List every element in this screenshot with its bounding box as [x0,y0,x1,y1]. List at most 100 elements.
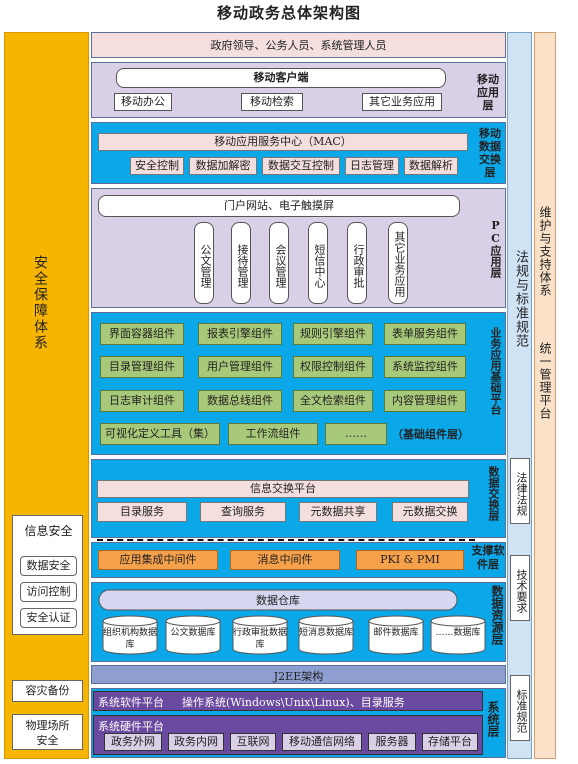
page-title: 移动政务总体架构图 [216,4,361,22]
ui-container-component: 界面容器组件 [100,323,184,345]
db-sms-label: 短消息数据库 [298,628,353,638]
users-band: 政府领导、公务人员、系统管理人员 [91,32,506,58]
db-approval: 行政审批数据库 [232,615,288,655]
access-control-item: 访问控制 [20,582,77,602]
system-software-text: 操作系统(Windows\Unix\Linux)、目录服务 [182,696,405,709]
information-security-box: 信息安全 数据安全 访问控制 安全认证 [12,515,83,635]
content-management-component: 内容管理组件 [384,390,466,412]
visual-tools-component: 可视化定义工具（集） [100,423,220,445]
data-warehouse-label: 数据仓库 [256,594,300,607]
admin-approval: 行政审批 [347,222,367,304]
security-control: 安全控制 [130,157,184,175]
report-engine-component: 报表引擎组件 [198,323,282,345]
other-business-app: 其它业务应用 [362,93,442,111]
unified-management-title: 统一管理平台 [538,342,552,420]
metadata-exchange: 元数据交换 [392,502,468,522]
pc-app-layer: 门户网站、电子触摸屏 公文管理 接待管理 会议管理 短信中心 行政审批 其它业务… [91,188,506,308]
mac-center: 移动应用服务中心（MAC） [98,133,468,151]
data-bus-component: 数据总线组件 [198,390,282,412]
fulltext-search-component: 全文检索组件 [293,390,373,412]
data-encryption: 数据加解密 [189,157,257,175]
maintenance-title: 维护与支持体系 [538,206,552,297]
disaster-backup-box: 容灾备份 [12,680,83,702]
db-mail-label: 邮件数据库 [373,628,419,638]
physical-security-box: 物理场所安全 [12,714,83,750]
mobile-search: 移动检索 [241,93,303,111]
dashed-divider-bottom [97,539,475,541]
support-software-layer: 应用集成中间件 消息中间件 PKI & PMI 支撑软件层 [91,542,506,578]
db-other-label: ……数据库 [435,628,481,638]
mobile-exchange-layer: 移动应用服务中心（MAC） 安全控制 数据加解密 数据交互控制 日志管理 数据解… [91,122,506,184]
rule-engine-component: 规则引擎组件 [293,323,373,345]
portal-touchscreen: 门户网站、电子触摸屏 [98,195,460,217]
security-auth-item: 安全认证 [20,608,77,628]
j2ee-label: J2EE架构 [273,670,324,683]
mobile-client: 移动客户端 [116,68,446,88]
law-standards-title: 法规与标准规范 [513,250,528,348]
audit-log-component: 日志审计组件 [100,390,184,412]
system-software-label: 系统软件平台 [98,696,164,709]
db-other: ……数据库 [430,615,486,655]
j2ee-band: J2EE架构 [91,665,506,684]
data-parsing: 数据解析 [404,157,458,175]
mobile-app-layer-label: 移动应用层 [477,73,499,112]
log-management: 日志管理 [345,157,399,175]
data-security-item: 数据安全 [20,556,77,576]
information-security-title: 信息安全 [24,524,73,538]
system-hardware-label: 系统硬件平台 [98,720,164,733]
maintenance-column [534,32,556,759]
mobile-network: 移动通信网络 [282,733,362,751]
support-software-label: 支撑软件层 [471,544,505,571]
base-component-layer-note: （基础组件层） [392,428,469,441]
business-platform-layer: 界面容器组件 报表引擎组件 规则引擎组件 表单服务组件 目录管理组件 用户管理组… [91,312,506,455]
db-documents: 公文数据库 [165,615,221,655]
directory-component: 目录管理组件 [100,356,184,378]
technical-requirements-box: 技术要求 [510,555,530,621]
db-organization: 组织机构数据库 [102,615,158,655]
doc-management: 公文管理 [194,222,214,304]
data-exchange-layer: 信息交换平台 目录服务 查询服务 元数据共享 元数据交换 数据交换层 [91,459,506,538]
db-approval-label: 行政审批数据库 [232,628,287,650]
server: 服务器 [368,733,416,751]
system-layer-label: 系统层 [486,701,500,737]
storage-platform: 存储平台 [422,733,478,751]
db-documents-label: 公文数据库 [170,628,216,638]
directory-service: 目录服务 [97,502,187,522]
laws-regulations-box: 法律法规 [510,458,530,524]
law-standards-column [507,32,532,759]
message-middleware: 消息中间件 [230,550,340,570]
mobile-office: 移动办公 [114,93,172,111]
system-hardware-platform: 系统硬件平台 政务外网 政务内网 互联网 移动通信网络 服务器 存储平台 [93,715,483,755]
business-platform-label: 业务应用基础平台 [489,327,502,415]
integration-middleware: 应用集成中间件 [98,550,218,570]
pki-pmi: PKI & PMI [356,550,464,570]
mobile-exchange-layer-label: 移动数据交换层 [479,127,501,179]
reception-management: 接待管理 [231,222,251,304]
data-interaction-control: 数据交互控制 [262,157,340,175]
metadata-sharing: 元数据共享 [299,502,377,522]
internet: 互联网 [230,733,276,751]
data-warehouse: 数据仓库 [98,589,458,611]
meeting-management: 会议管理 [269,222,289,304]
query-service: 查询服务 [200,502,286,522]
system-software-platform: 系统软件平台 操作系统(Windows\Unix\Linux)、目录服务 [93,691,483,711]
db-sms: 短消息数据库 [298,615,354,655]
gov-external-network: 政务外网 [104,733,162,751]
data-resource-label: 数据资源层 [490,585,504,645]
sms-center: 短信中心 [308,222,328,304]
mobile-app-layer: 移动客户端 移动办公 移动检索 其它业务应用 移动应用层 [91,62,506,118]
standards-box: 标准规范 [510,675,530,741]
pc-app-layer-label: PC应用层 [489,219,502,278]
permission-component: 权限控制组件 [293,356,373,378]
user-management-component: 用户管理组件 [198,356,282,378]
other-pc-app: 其它业务应用 [388,222,408,304]
db-organization-label: 组织机构数据库 [102,628,157,650]
security-system-title: 安全保障体系 [32,255,48,351]
data-resource-layer: 数据仓库 组织机构数据库 公文数据库 行政审批数据库 短消息数据库 邮件数据库 … [91,582,506,662]
info-exchange-platform: 信息交换平台 [97,480,469,498]
users-text: 政府领导、公务人员、系统管理人员 [210,39,387,52]
monitoring-component: 系统监控组件 [384,356,466,378]
workflow-component: 工作流组件 [228,423,318,445]
data-exchange-label: 数据交换层 [487,466,500,521]
db-mail: 邮件数据库 [368,615,424,655]
